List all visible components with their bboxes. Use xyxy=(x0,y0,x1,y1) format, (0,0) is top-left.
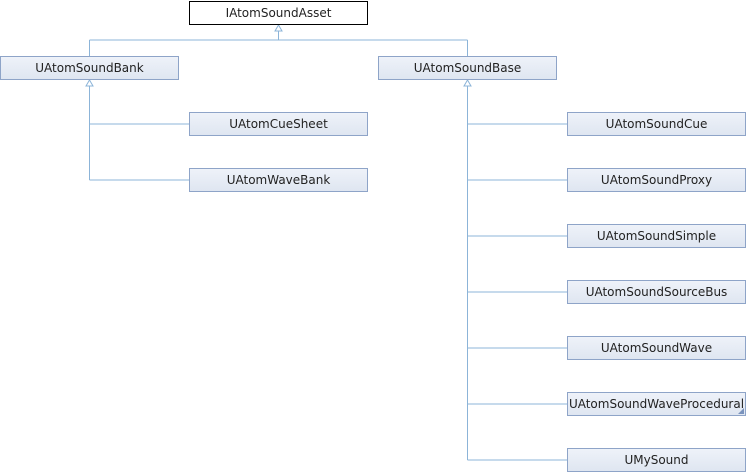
node-uatomsoundsourcebus[interactable]: UAtomSoundSourceBus xyxy=(567,280,746,304)
node-uatomsoundbase[interactable]: UAtomSoundBase xyxy=(378,56,557,80)
node-uatomsoundsimple[interactable]: UAtomSoundSimple xyxy=(567,224,746,248)
node-uatomwavebank[interactable]: UAtomWaveBank xyxy=(189,168,368,192)
node-uatomsoundcue[interactable]: UAtomSoundCue xyxy=(567,112,746,136)
arrow-base xyxy=(463,79,472,87)
arrow-bank xyxy=(85,79,94,87)
arrow-root xyxy=(274,24,283,32)
node-uatomsoundwaveprocedural-label: UAtomSoundWaveProcedural xyxy=(568,397,745,411)
node-uatomsoundwaveprocedural[interactable]: UAtomSoundWaveProcedural xyxy=(567,392,746,416)
node-umysound[interactable]: UMySound xyxy=(567,448,746,472)
node-iatomsoundasset: IAtomSoundAsset xyxy=(189,1,368,25)
node-uatomcuesheet[interactable]: UAtomCueSheet xyxy=(189,112,368,136)
node-uatomsoundproxy[interactable]: UAtomSoundProxy xyxy=(567,168,746,192)
node-uatomsoundwave[interactable]: UAtomSoundWave xyxy=(567,336,746,360)
node-uatomsoundbank[interactable]: UAtomSoundBank xyxy=(0,56,179,80)
more-children-icon xyxy=(738,408,744,414)
